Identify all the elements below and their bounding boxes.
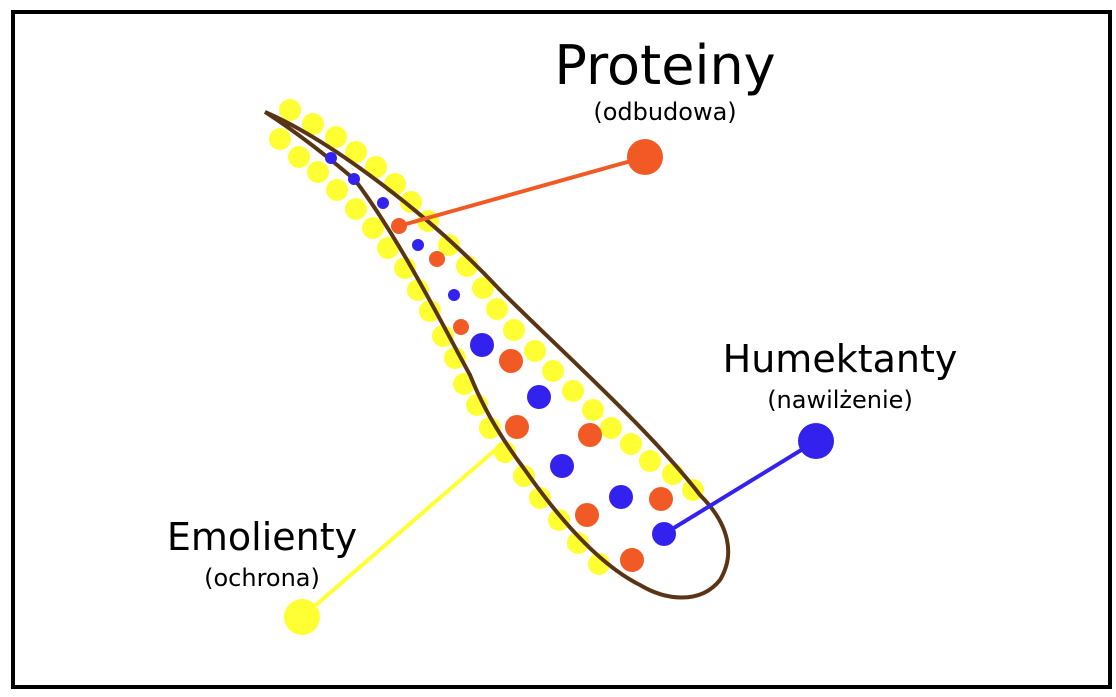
humectants-subtitle: (nawilżenie) (767, 386, 913, 414)
emollients-title: Emolienty (167, 515, 357, 559)
emollient-dot (432, 325, 454, 347)
humectant-dot (377, 197, 389, 209)
emollients-subtitle: (ochrona) (204, 564, 320, 592)
humectant-dot (527, 385, 551, 409)
protein-dot (505, 415, 529, 439)
emollient-dot (567, 532, 589, 554)
emollient-dot (325, 126, 347, 148)
emollient-dot (444, 347, 466, 369)
emollient-dot (269, 128, 291, 150)
emollient-dot (365, 156, 387, 178)
emollient-connector-line (300, 443, 503, 619)
hair-strand-outline (263, 110, 731, 600)
inner-molecule-dots (325, 152, 676, 572)
emollient-dot (279, 99, 301, 121)
humectant-dot (412, 239, 424, 251)
protein-dot (429, 251, 445, 267)
humectant-dot (325, 152, 337, 164)
emollient-dot (345, 141, 367, 163)
emollient-dot (419, 300, 441, 322)
emollient-dot (524, 340, 546, 362)
protein-dot (453, 319, 469, 335)
protein-legend-dot (627, 139, 663, 175)
emollient-dot (600, 417, 622, 439)
emollient-dot (582, 399, 604, 421)
humectant-dot (448, 289, 460, 301)
emollient-dot (307, 161, 329, 183)
humectant-connector-line (662, 439, 818, 536)
emollient-dot (362, 217, 384, 239)
humectant-dot (348, 173, 360, 185)
protein-dot (578, 423, 602, 447)
humectant-dot (470, 333, 494, 357)
emollient-dot (384, 173, 406, 195)
emollient-dot (529, 487, 551, 509)
emollient-dot (438, 234, 460, 256)
humectants-title: Humektanty (723, 337, 958, 381)
emollient-dot (639, 450, 661, 472)
proteins-title: Proteiny (554, 34, 775, 97)
emollient-dot (288, 146, 310, 168)
protein-dot (575, 503, 599, 527)
emollient-dot (472, 277, 494, 299)
emollient-dot (302, 113, 324, 135)
proteins-subtitle: (odbudowa) (593, 98, 736, 126)
humectant-legend-dot (798, 423, 834, 459)
emollient-dot (562, 380, 584, 402)
emollient-dot (548, 509, 570, 531)
emollient-dot (407, 279, 429, 301)
emollient-dot (588, 553, 610, 575)
emollient-dot (345, 198, 367, 220)
emollient-dot (513, 465, 535, 487)
protein-dot (620, 548, 644, 572)
emollient-dot (377, 237, 399, 259)
emollient-dot (326, 179, 348, 201)
emollient-dot (400, 191, 422, 213)
protein-connector-line (398, 155, 646, 228)
emollient-dot (503, 319, 525, 341)
humectant-dot (609, 485, 633, 509)
emollient-dot (542, 360, 564, 382)
protein-dot (649, 487, 673, 511)
emollient-dot (620, 433, 642, 455)
protein-dot (499, 349, 523, 373)
emollient-dot (486, 298, 508, 320)
humectant-dot (550, 454, 574, 478)
emollient-legend-dot (284, 599, 320, 635)
